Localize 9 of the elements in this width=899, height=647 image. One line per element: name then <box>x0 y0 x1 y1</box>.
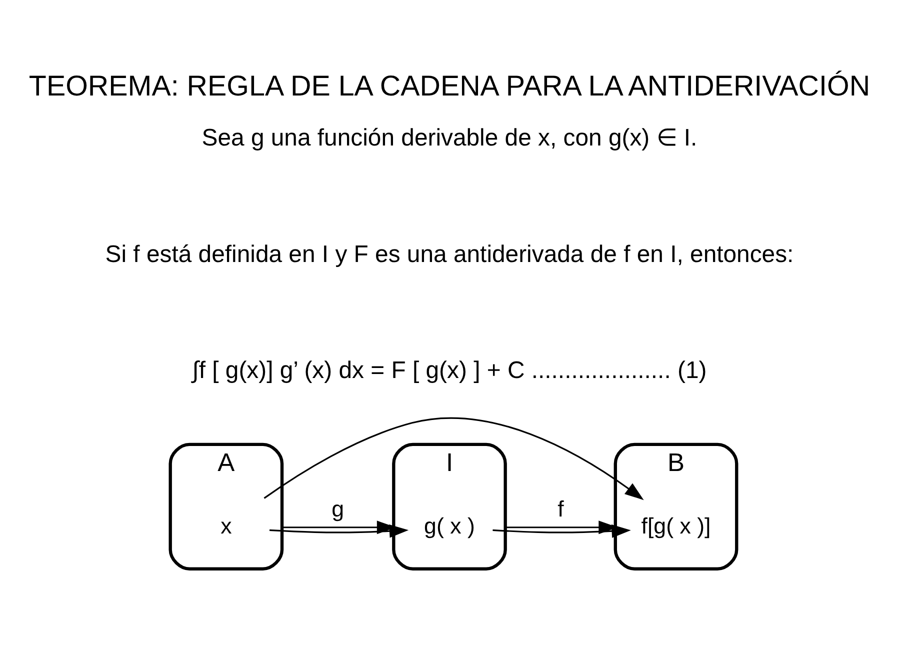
node-text: x <box>220 512 232 538</box>
edge-label: g <box>332 496 344 522</box>
label: Si f está definida en I y F es una antiderivada de f en I, entonces: <box>105 240 794 268</box>
node-text: f[g( x )] <box>641 512 711 538</box>
label: ∫f [ g(x)] g’ (x) dx = F [ g(x) ] + C ..................... (1) <box>192 356 707 384</box>
edge-label: f <box>558 496 564 522</box>
diagram-title: TEOREMA: REGLA DE LA CADENA PARA LA ANTIDERIVACIÓN <box>28 70 870 102</box>
label: Sea g una función derivable de x, con g(x) ∈ I. <box>202 124 698 151</box>
node-text: g( x ) <box>424 512 475 538</box>
